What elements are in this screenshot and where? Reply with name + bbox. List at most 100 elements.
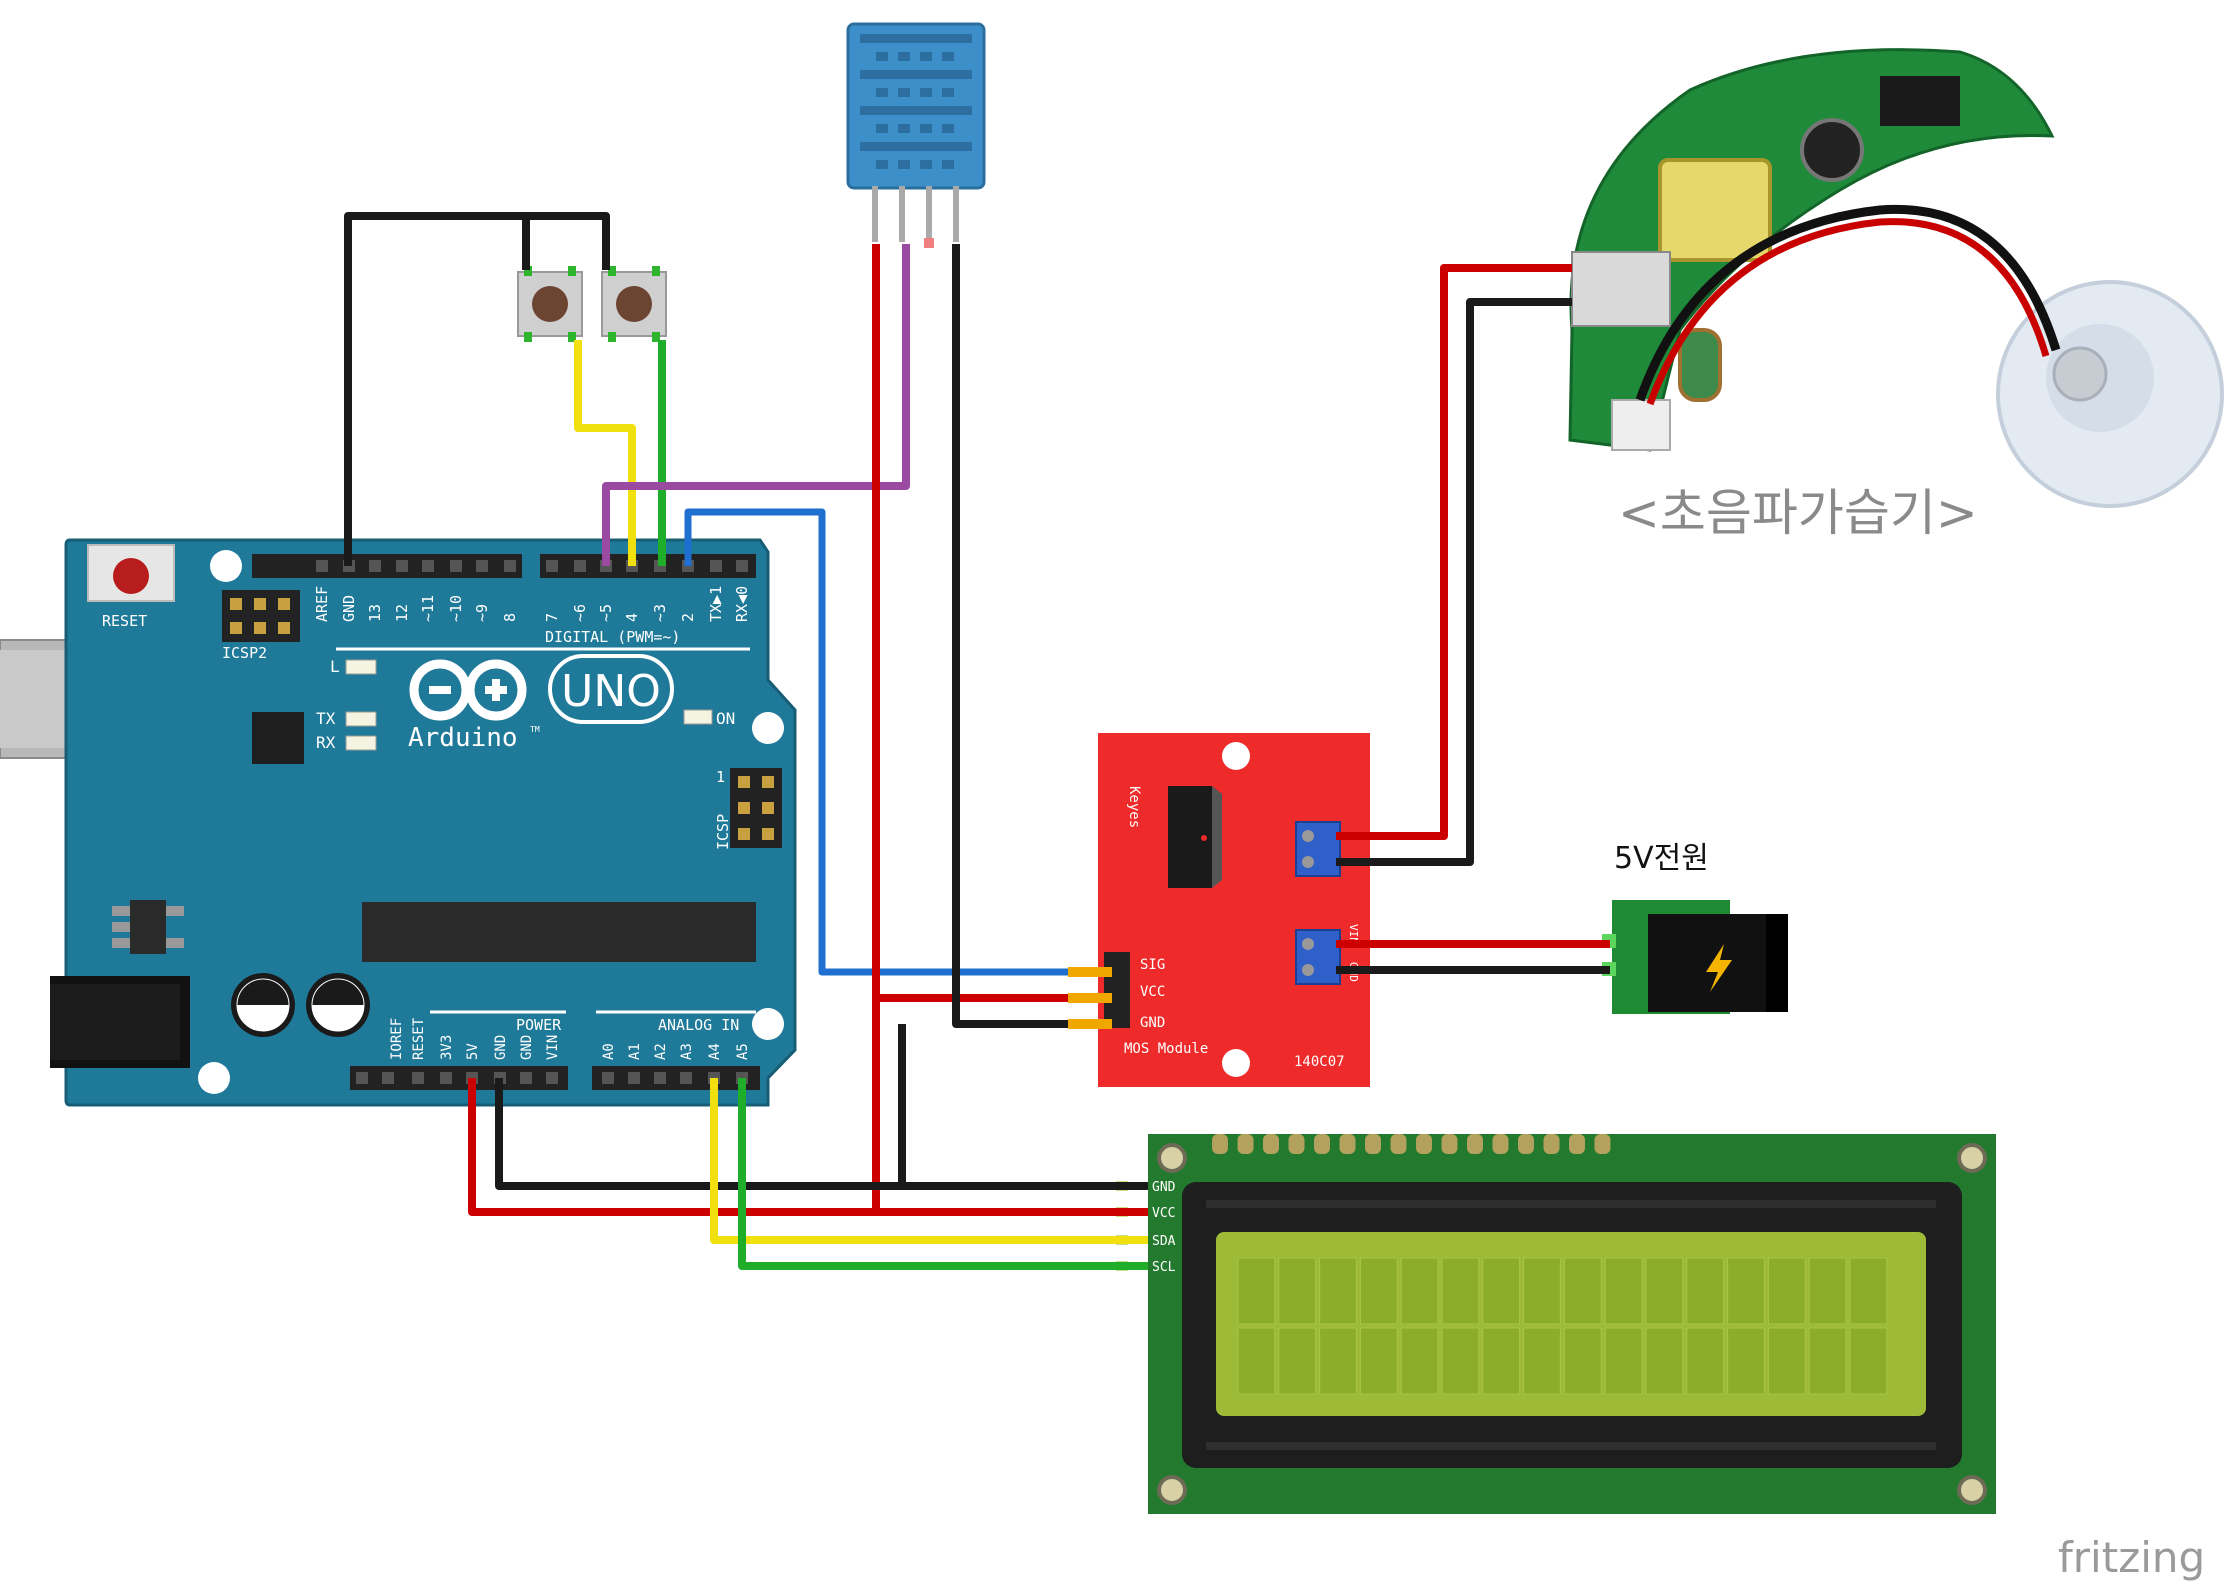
digital-pin-label: 7: [543, 613, 561, 622]
grille-slot: [898, 124, 910, 133]
digital-pin-label: ~6: [571, 604, 589, 622]
mos-pin-sig: SIG: [1140, 957, 1165, 973]
arduino-logo: [409, 654, 674, 724]
power-pin-label: 5V: [465, 1043, 481, 1060]
mos-module-code: 140C07: [1294, 1054, 1345, 1070]
power-pin-label: 3V3: [439, 1035, 455, 1060]
wire-green: [738, 1078, 1148, 1270]
lcd-solder-pin: [1518, 1134, 1534, 1154]
analog-label: ANALOG IN: [658, 1016, 739, 1034]
mount-hole: [198, 1062, 230, 1094]
lcd-solder-pin: [1339, 1134, 1356, 1154]
header-pin: [412, 1072, 424, 1084]
lcd-char-cell: [1727, 1327, 1765, 1395]
header-pin: [476, 560, 488, 572]
power-label: POWER: [516, 1016, 562, 1034]
lcd-solder-pin: [1467, 1134, 1483, 1154]
lcd-char-cell: [1319, 1327, 1357, 1395]
grille-slot: [876, 160, 888, 169]
lcd-char-cell: [1563, 1257, 1602, 1325]
grille-slot: [920, 52, 932, 61]
mos-pin-vcc: VCC: [1140, 984, 1165, 1000]
lcd-solder-pin: [1263, 1134, 1279, 1154]
lcd-char-cell: [1645, 1257, 1684, 1325]
header-pin: [546, 560, 558, 572]
header-pin: [546, 1072, 558, 1084]
grille-slot: [898, 160, 910, 169]
lcd-char-cell: [1686, 1327, 1725, 1395]
header-pin: [450, 560, 462, 572]
header-pin: [382, 1072, 394, 1084]
lcd-char-cell: [1767, 1257, 1806, 1325]
lcd-solder-pin: [1416, 1134, 1432, 1154]
grille-slot: [942, 52, 954, 61]
icsp-pin1-label: 1: [716, 768, 725, 786]
lcd-char-cell: [1482, 1257, 1521, 1325]
lcd-char-cell: [1645, 1327, 1684, 1395]
digital-pin-label: AREF: [313, 586, 331, 622]
header-pin: [440, 1072, 452, 1084]
mount-hole: [752, 1008, 784, 1040]
arduino-tm: TM: [530, 725, 540, 734]
header-pin: [316, 560, 328, 572]
grille-slot: [860, 106, 972, 115]
grille-slot: [898, 52, 910, 61]
lcd-char-cell: [1441, 1327, 1480, 1395]
grille-slot: [876, 52, 888, 61]
wire-black: [344, 212, 610, 566]
analog-pin-label: A4: [707, 1043, 723, 1060]
voltage-regulator: [130, 900, 166, 954]
digital-label: DIGITAL (PWM=~): [545, 628, 680, 646]
power-pin-label: RESET: [411, 1017, 427, 1060]
push-button-2[interactable]: [601, 266, 667, 342]
wire-black: [1336, 298, 1572, 866]
reset-button-cap[interactable]: [113, 558, 149, 594]
header-pin: [654, 1072, 666, 1084]
digital-pin-label: ~11: [419, 595, 437, 622]
lcd-char-cell: [1400, 1327, 1439, 1395]
dht-grille: [860, 34, 972, 169]
header-pin: [680, 1072, 692, 1084]
lcd-char-cell: [1523, 1257, 1561, 1325]
header-pin: [504, 560, 516, 572]
microcontroller-chip: [362, 902, 756, 962]
grille-slot: [942, 88, 954, 97]
lcd-character-cells: [1237, 1257, 1888, 1395]
analog-pin-label: A0: [601, 1043, 617, 1060]
power-jack-module: [1602, 900, 1788, 1014]
mount-hole: [210, 550, 242, 582]
lcd-char-cell: [1604, 1257, 1643, 1325]
grille-slot: [860, 34, 972, 43]
wire-red: [1336, 264, 1572, 840]
lcd-char-cell: [1278, 1327, 1317, 1395]
lcd-char-cell: [1359, 1327, 1398, 1395]
analog-header: [592, 1066, 760, 1090]
usb-chip: [252, 712, 304, 764]
led-l-label: L: [330, 657, 340, 676]
led-on-label: ON: [716, 709, 735, 728]
grille-slot: [876, 124, 888, 133]
lcd-solder-pin: [1237, 1134, 1254, 1154]
lcd-pin-label: SCL: [1152, 1260, 1176, 1275]
mos-module-name: MOS Module: [1124, 1041, 1208, 1057]
lcd-char-cell: [1482, 1327, 1521, 1395]
capacitor: [306, 973, 370, 1037]
lcd-char-cell: [1441, 1257, 1480, 1325]
lcd-solder-pin: [1314, 1134, 1330, 1154]
lcd-pin-label: SDA: [1152, 1234, 1176, 1249]
lcd-solder-pin: [1492, 1134, 1509, 1154]
lcd-solder-pin: [1543, 1134, 1560, 1154]
lightning-icon: [1706, 944, 1732, 992]
input-terminal-block: [1295, 929, 1341, 985]
mount-hole: [752, 712, 784, 744]
power-pin-label: IOREF: [389, 1018, 405, 1060]
header-pin: [628, 1072, 640, 1084]
lcd-char-cell: [1237, 1257, 1276, 1325]
uno-text: UNO: [561, 666, 661, 717]
header-pin: [736, 560, 748, 572]
push-button-1[interactable]: [517, 266, 583, 342]
lcd-char-cell: [1686, 1257, 1725, 1325]
lcd-char-cell: [1849, 1327, 1888, 1395]
